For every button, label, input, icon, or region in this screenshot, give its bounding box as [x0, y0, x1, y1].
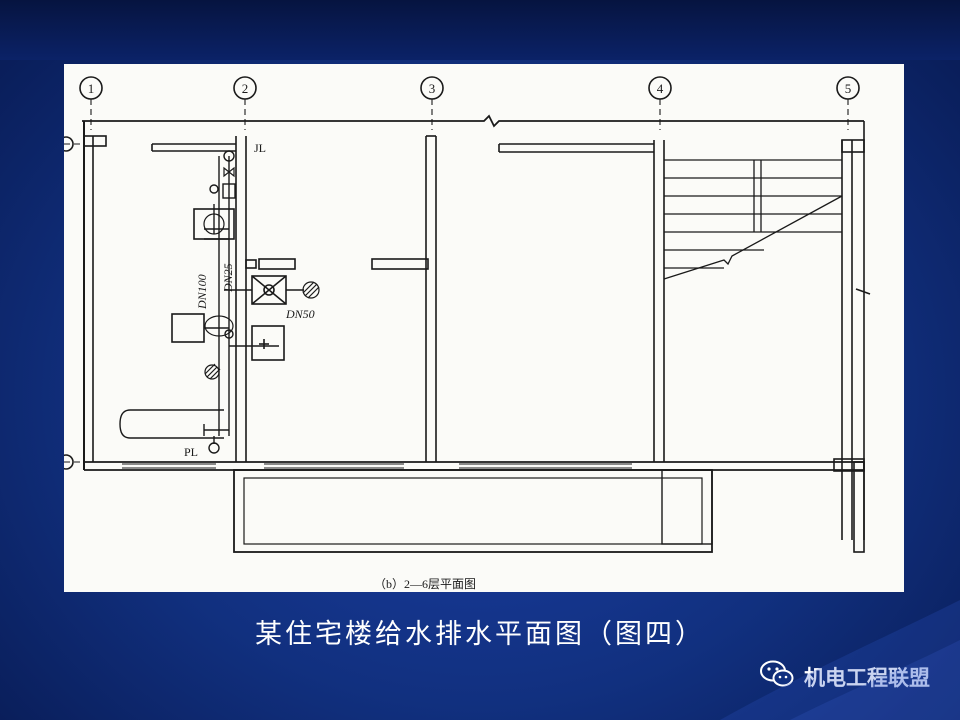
dn100-label: DN100 [195, 274, 209, 310]
axis-label-3: 3 [429, 81, 436, 96]
floor-plan-drawing: 1 2 3 4 5 JL PL DN50 DN100 DN25 （b）2—6层平… [64, 64, 904, 592]
axis-label-4: 4 [657, 81, 664, 96]
floor-plan-svg: 1 2 3 4 5 JL PL DN50 DN100 DN25 （b）2—6层平… [64, 76, 871, 591]
pl-label: PL [184, 445, 198, 459]
brand-watermark: 机电工程联盟 [760, 660, 930, 693]
decorative-swoosh [720, 600, 960, 720]
brand-name: 机电工程联盟 [804, 665, 930, 690]
axis-label-2: 2 [242, 81, 249, 96]
slide-caption: 某住宅楼给水排水平面图（图四） [255, 619, 705, 650]
jl-label: JL [254, 141, 266, 155]
slide-top-band [0, 0, 960, 60]
dn50-label: DN50 [285, 307, 315, 321]
axis-label-1: 1 [88, 81, 95, 96]
dn25-label: DN25 [221, 263, 235, 293]
wechat-icon [760, 660, 794, 693]
axis-label-5: 5 [845, 81, 852, 96]
drawing-subcaption: （b）2—6层平面图 [374, 577, 476, 591]
